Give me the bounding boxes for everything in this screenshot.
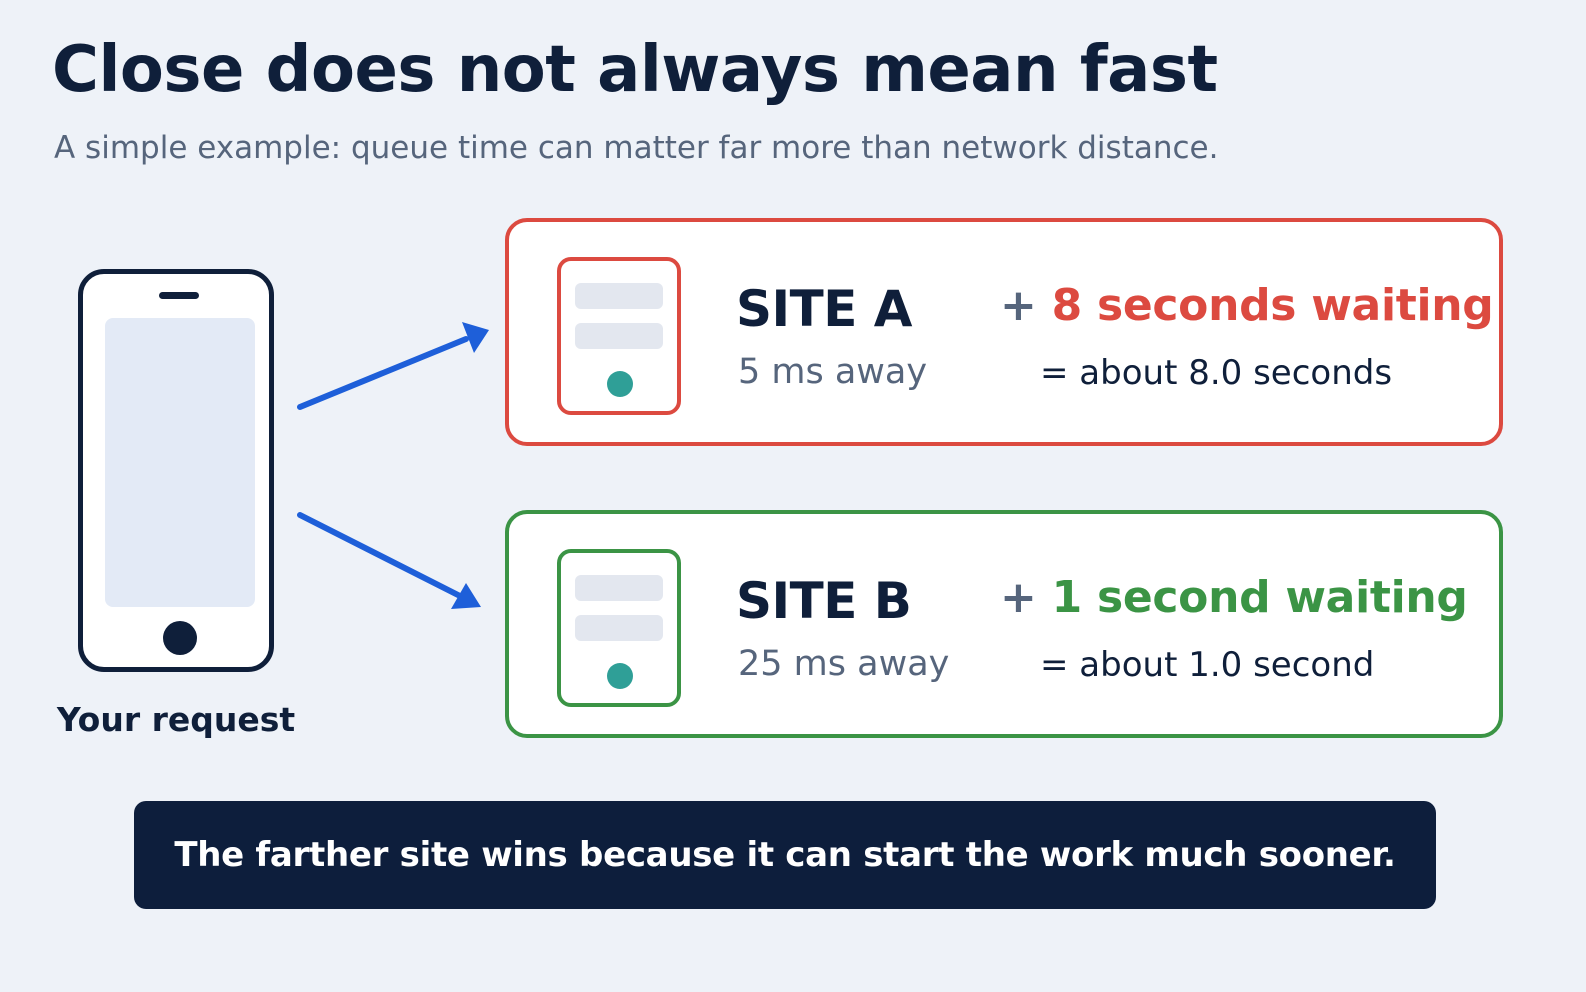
phone-screen	[105, 318, 255, 607]
total-time: = about 1.0 second	[1040, 645, 1375, 685]
waiting-time: + 1 second waiting	[1000, 572, 1468, 623]
page-title: Close does not always mean fast	[52, 33, 1218, 107]
server-status-light	[607, 371, 633, 397]
waiting-time: + 8 seconds waiting	[1000, 280, 1494, 331]
server-status-light	[607, 663, 633, 689]
conclusion-text: The farther site wins because it can sta…	[174, 835, 1396, 875]
site-distance: 5 ms away	[738, 352, 928, 392]
plus-sign: +	[1000, 280, 1037, 331]
conclusion-banner: The farther site wins because it can sta…	[134, 801, 1436, 909]
phone-icon	[78, 269, 274, 672]
arrow-to-site-b	[297, 512, 481, 609]
server-slot	[575, 323, 663, 349]
plus-sign: +	[1000, 572, 1037, 623]
phone-home-button	[163, 621, 197, 655]
total-time: = about 8.0 seconds	[1040, 353, 1393, 393]
server-slot	[575, 615, 663, 641]
site-a-card: SITE A 5 ms away + 8 seconds waiting = a…	[505, 218, 1503, 446]
site-name: SITE A	[736, 280, 912, 338]
arrow-to-site-a	[297, 322, 489, 410]
phone-label: Your request	[56, 700, 296, 739]
waiting-text: 1 second waiting	[1051, 572, 1468, 623]
site-distance: 25 ms away	[738, 644, 950, 684]
server-icon	[557, 549, 681, 707]
site-name: SITE B	[736, 572, 912, 630]
page-subtitle: A simple example: queue time can matter …	[54, 130, 1219, 166]
site-b-card: SITE B 25 ms away + 1 second waiting = a…	[505, 510, 1503, 738]
waiting-text: 8 seconds waiting	[1051, 280, 1494, 331]
server-slot	[575, 575, 663, 601]
server-icon	[557, 257, 681, 415]
server-slot	[575, 283, 663, 309]
phone-speaker	[159, 292, 199, 299]
